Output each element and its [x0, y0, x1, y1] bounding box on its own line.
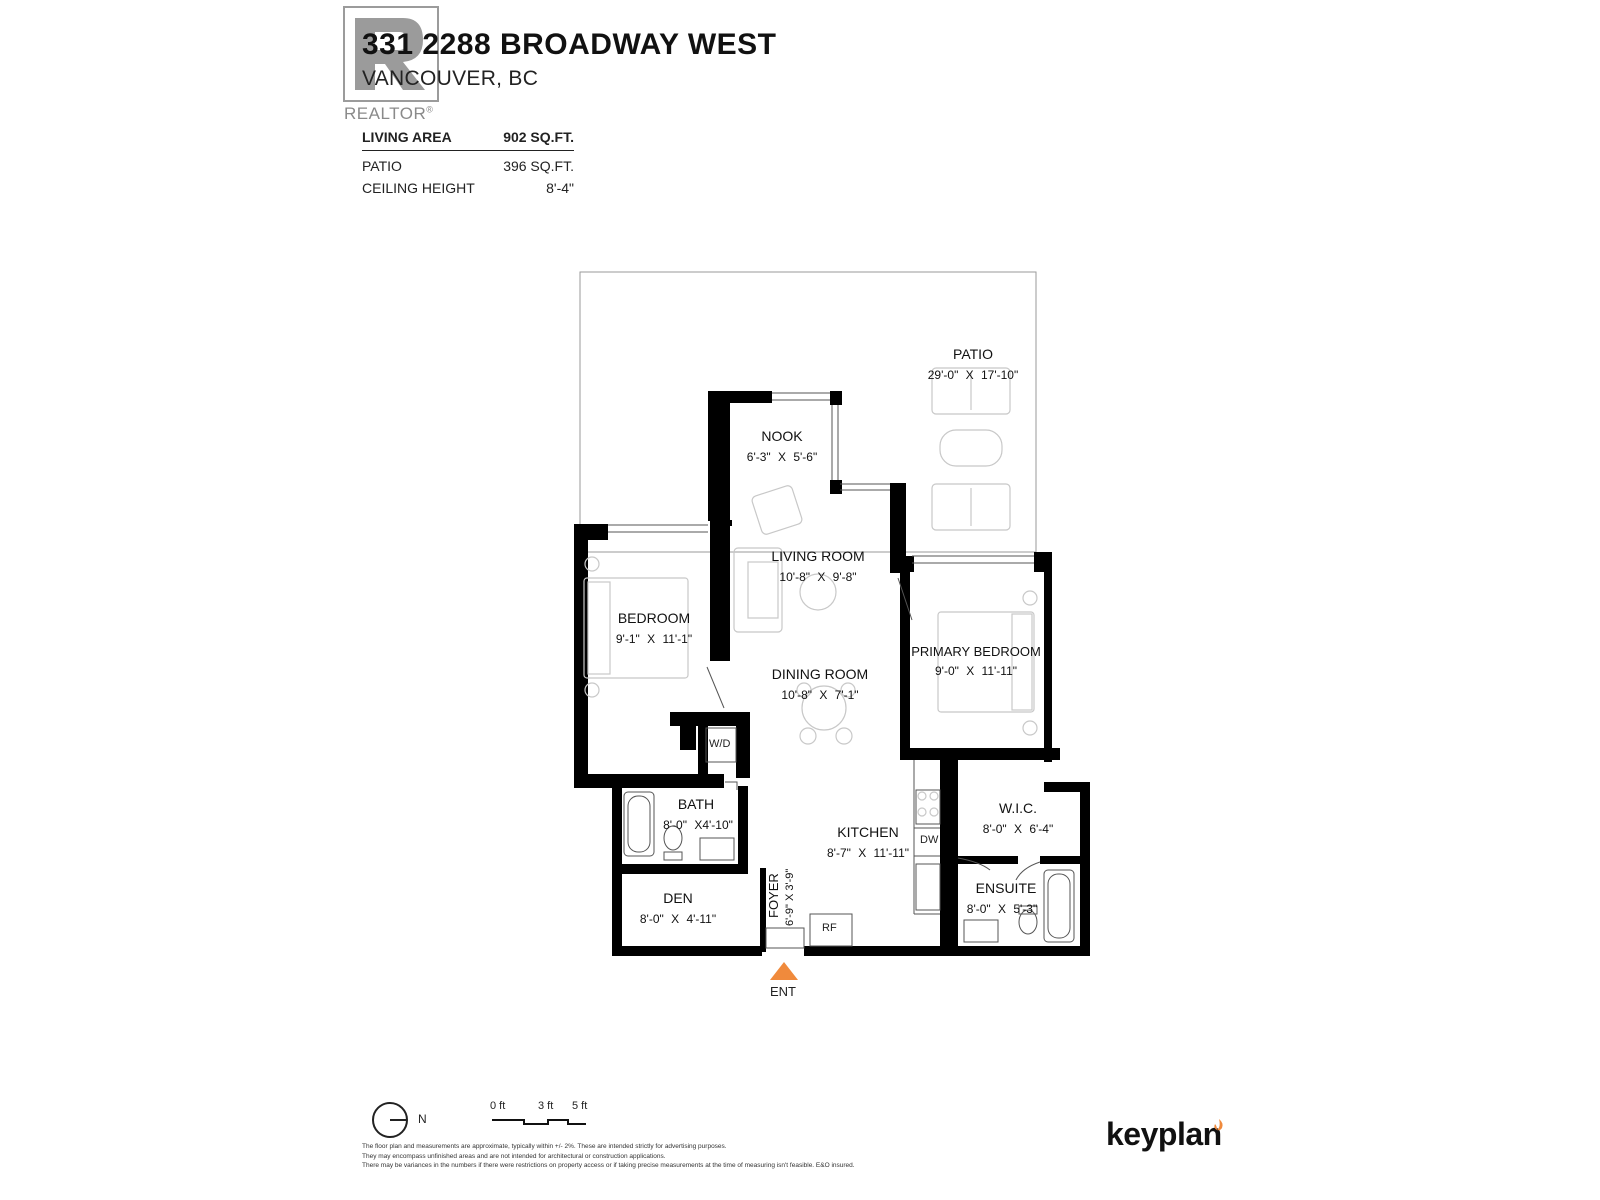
room-dims-bath: 8'-0" X4'-10"	[663, 818, 733, 832]
realtor-wordmark: REALTOR®	[344, 104, 433, 124]
fixture-washer-dryer: W/D	[709, 738, 731, 750]
disclaimer-line: They may encompass unfinished areas and …	[362, 1152, 666, 1160]
spec-value: 396 SQ.FT.	[503, 158, 574, 174]
room-label-nook: NOOK	[761, 428, 803, 444]
room-label-bath: BATH	[677, 796, 715, 812]
spec-patio: PATIO 396 SQ.FT.	[362, 155, 574, 177]
room-dims-living-room: 10'-8" X 9'-8"	[779, 570, 857, 584]
realtor-label: REALTOR	[344, 104, 427, 123]
spec-living-area: LIVING AREA 902 SQ.FT.	[362, 124, 574, 151]
room-label-living-room: LIVING ROOM	[771, 548, 865, 564]
address-line-2: VANCOUVER, BC	[362, 67, 539, 90]
scale-bar-icon	[492, 1119, 586, 1125]
disclaimer: The floor plan and measurements are appr…	[362, 1142, 982, 1171]
room-dims-primary-bedroom: 9'-0" X 11'-11"	[934, 664, 1018, 678]
furniture	[583, 485, 1038, 817]
scale-label-start: 0 ft	[490, 1100, 506, 1112]
walls	[574, 391, 1090, 956]
fixture-refrigerator: RF	[822, 922, 837, 934]
room-label-wic: W.I.C.	[998, 800, 1038, 816]
spec-value: 8'-4"	[546, 180, 574, 196]
disclaimer-line: The floor plan and measurements are appr…	[362, 1143, 727, 1150]
room-label-patio: PATIO	[953, 346, 993, 362]
keyplan-flame-icon	[1214, 1119, 1223, 1131]
spec-label: CEILING HEIGHT	[362, 180, 475, 196]
spec-label: PATIO	[362, 158, 402, 174]
disclaimer-line: There may be variances in the numbers if…	[362, 1162, 855, 1169]
scale-label-mid: 3 ft	[538, 1100, 554, 1112]
keyplan-logo: keyplan	[1106, 1116, 1222, 1152]
room-dims-dining-room: 10'-8" X 7'-1"	[781, 688, 859, 702]
room-label-foyer: FOYER	[766, 873, 781, 918]
thin-lines	[608, 392, 1075, 949]
patio-furniture	[931, 367, 1011, 531]
property-specs: LIVING AREA 902 SQ.FT. PATIO 396 SQ.FT. …	[362, 124, 574, 199]
entrance-label: ENT	[770, 984, 796, 999]
room-dims-bedroom: 9'-1" X 11'-1"	[615, 632, 693, 646]
room-label-kitchen: KITCHEN	[837, 824, 899, 840]
room-dims-ensuite: 8'-0" X 5'-3"	[966, 902, 1038, 916]
room-dims-kitchen: 8'-7" X 11'-11"	[826, 846, 910, 860]
room-label-dining-room: DINING ROOM	[771, 666, 869, 682]
realtor-r-logo-icon	[343, 6, 439, 102]
compass-north-label: N	[418, 1112, 427, 1126]
room-label-primary-bedroom: PRIMARY BEDROOM	[911, 644, 1041, 659]
room-dims-den: 8'-0" X 4'-11"	[639, 912, 717, 926]
compass-icon	[372, 1102, 408, 1138]
fixture-dishwasher: DW	[920, 834, 939, 846]
room-dims-wic: 8'-0" X 6'-4"	[982, 822, 1054, 836]
room-dims-foyer: 6'-9" X 3'-9"	[784, 868, 796, 926]
address-line-1: 331 2288 BROADWAY WEST	[362, 28, 777, 61]
scale-label-end: 5 ft	[572, 1100, 588, 1112]
room-label-den: DEN	[663, 890, 693, 906]
spec-ceiling-height: CEILING HEIGHT 8'-4"	[362, 177, 574, 199]
spec-label: LIVING AREA	[362, 129, 452, 145]
entrance-arrow-icon	[770, 962, 798, 980]
registered-mark: ®	[426, 104, 434, 115]
spec-value: 902 SQ.FT.	[503, 129, 574, 145]
patio-outline	[579, 271, 1037, 553]
room-label-bedroom: BEDROOM	[617, 610, 691, 626]
room-label-ensuite: ENSUITE	[975, 880, 1037, 896]
room-dims-nook: 6'-3" X 5'-6"	[746, 450, 818, 464]
room-dims-patio: 29'-0" X 17'-10"	[927, 368, 1019, 382]
